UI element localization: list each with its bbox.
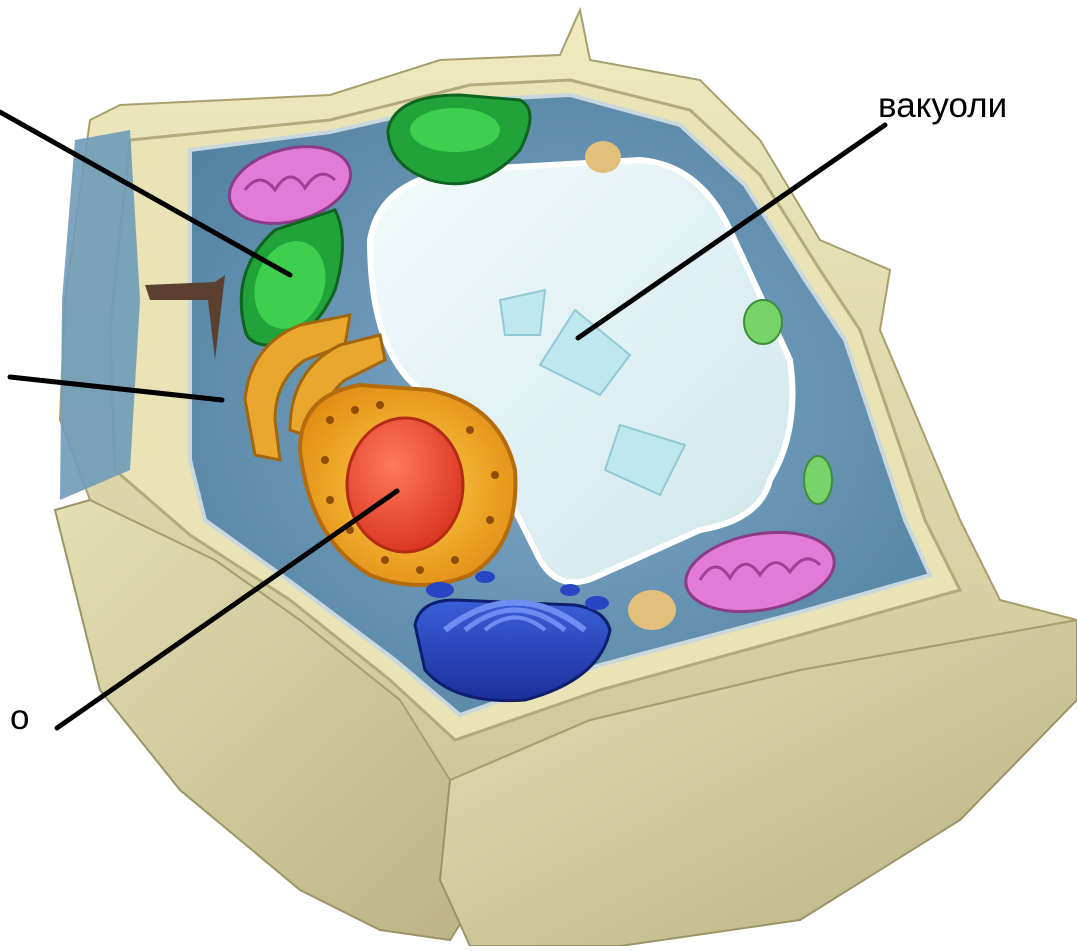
nucleus bbox=[347, 418, 463, 552]
label-nucleus-partial: о bbox=[10, 700, 29, 735]
label-vacuole: вакуоли bbox=[878, 88, 1007, 123]
chloroplast-small-1 bbox=[744, 300, 782, 344]
chloroplast-small-2 bbox=[804, 456, 832, 504]
vesicle-top bbox=[585, 141, 621, 173]
vesicle-bottom bbox=[628, 590, 676, 630]
